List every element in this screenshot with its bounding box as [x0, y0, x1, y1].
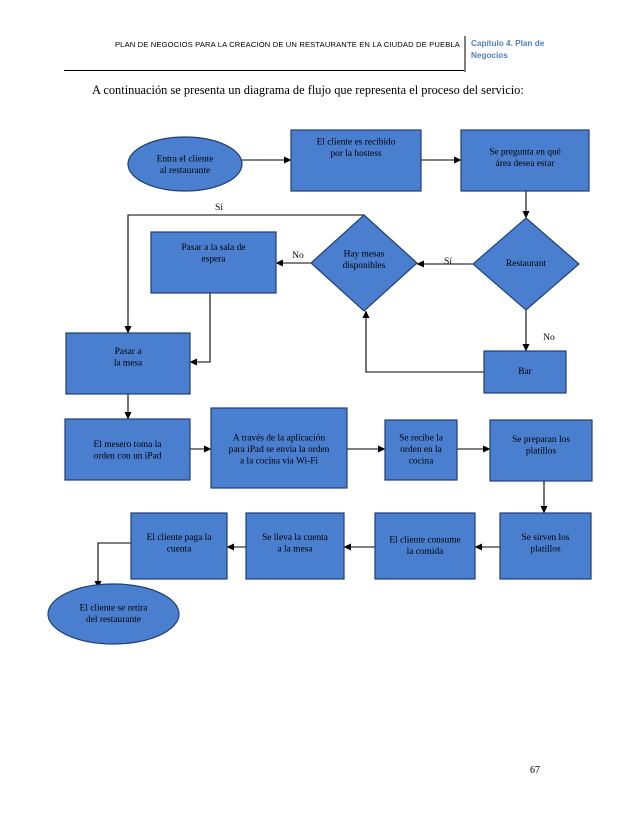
node-label: para iPad se envía la orden [229, 445, 330, 455]
edge-paga-to-retira [94, 542, 131, 589]
running-header: PLAN DE NEGOCIOS PARA LA CREACIÓN DE UN … [114, 40, 460, 49]
edge-sala-to-pasar-mesa [189, 293, 211, 366]
node-label: orden en la [400, 445, 442, 455]
node-label: platillos [526, 447, 557, 457]
node-entra: Entra el cliente al restaurante [127, 136, 243, 192]
header-divider [464, 36, 466, 72]
node-shape [460, 129, 590, 192]
node-label: Hay mesas [344, 250, 385, 260]
page-number: 67 [530, 765, 540, 776]
node-shape [499, 512, 592, 580]
chapter-label: Capítulo 4. Plan de Negocios [471, 38, 581, 62]
node-label: por la hostess [330, 149, 381, 159]
header-rule [64, 70, 464, 71]
node-shape [64, 418, 191, 481]
node-label: cuenta [167, 544, 192, 554]
node-shape [384, 419, 458, 481]
node-pasar-mesa: Pasar ala mesa [65, 332, 191, 395]
node-shape [150, 231, 277, 294]
node-label: Se preparan los [512, 435, 570, 445]
node-retira: El cliente se retira del restaurante [47, 583, 180, 645]
node-label: disponibles [343, 261, 386, 271]
edge-bar-to-hay-mesas [362, 310, 484, 373]
node-label: cocina [409, 457, 434, 467]
node-preparan: Se preparan los platillos [489, 419, 593, 482]
node-shape [290, 129, 422, 192]
node-restaurant: Restaurant [472, 217, 580, 311]
node-label: espera [202, 254, 227, 264]
node-label: del restaurante [86, 615, 141, 625]
node-shape [472, 217, 580, 311]
node-label: Restaurant [506, 259, 546, 269]
node-label: Pasar a [115, 347, 143, 357]
node-bar: Bar [483, 350, 567, 394]
label-no-bar: No [543, 332, 555, 343]
node-mesero: El mesero toma la orden con un iPad [64, 418, 191, 481]
node-label: El cliente paga la [147, 533, 213, 543]
chapter-line-2: Negocios [471, 51, 508, 60]
node-label: Se recibe la [399, 434, 444, 444]
node-label: a la mesa [278, 544, 314, 554]
node-label: al restaurante [160, 166, 210, 176]
intro-text: A continuación se presenta un diagrama d… [92, 83, 524, 97]
node-label: Bar [518, 367, 532, 377]
label-si-top: Sí [215, 202, 223, 213]
node-label: El mesero toma la [94, 440, 163, 450]
node-shape [245, 512, 345, 580]
label-si-mid: Sí [444, 256, 452, 267]
node-label: Pasar a la sala de [181, 243, 245, 253]
node-shape [47, 583, 180, 645]
label-no-left: No [292, 250, 304, 261]
node-shape [65, 332, 191, 395]
node-label: Se lleva la cuenta [262, 533, 329, 543]
node-label: Se pregunta en qué [489, 147, 561, 157]
node-shape [130, 512, 228, 580]
node-pregunta: Se pregunta en qué área desea estar [460, 129, 590, 192]
node-shape [489, 419, 593, 482]
node-consume: El cliente consume la comida [374, 512, 476, 580]
node-shape [374, 512, 476, 580]
node-shape [127, 136, 243, 192]
node-label: área desea estar [496, 159, 556, 169]
node-label: la mesa [114, 358, 143, 368]
node-label: A través de la aplicación [233, 433, 325, 443]
node-label: El cliente consume [389, 535, 460, 545]
node-label: Se sirven los [522, 533, 570, 543]
node-label: orden con un iPad [94, 452, 162, 462]
node-label: El cliente se retira [80, 603, 149, 613]
node-label: platillos [530, 544, 561, 554]
node-label: a la cocina vía Wi-Fi [240, 456, 318, 466]
node-label: la comida [407, 547, 445, 557]
node-shape [210, 407, 348, 489]
node-shape [483, 350, 567, 394]
node-shape [310, 214, 418, 312]
edge-hay-mesas-to-pasar-mesa [124, 214, 364, 334]
node-aplicacion: A través de la aplicación para iPad se en… [210, 407, 348, 489]
chapter-line-1: Capítulo 4. Plan de [471, 39, 545, 48]
node-label: Entra el cliente [157, 154, 214, 164]
node-label: El cliente es recibido [317, 138, 396, 148]
